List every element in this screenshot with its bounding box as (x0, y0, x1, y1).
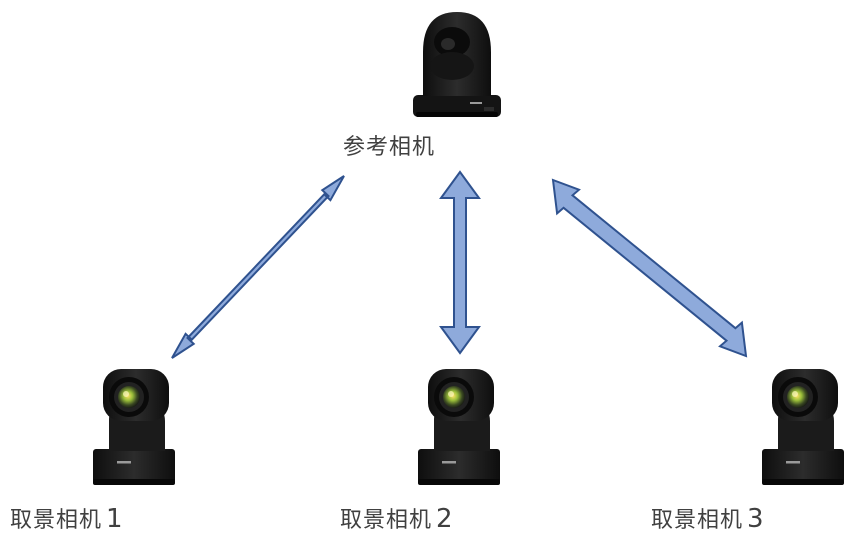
arrow-ref-cam3 (551, 178, 748, 358)
finder-camera-3-number: 3 (747, 504, 765, 534)
finder-camera-2-text: 取景相机 (340, 508, 433, 533)
finder-camera-1-number: 1 (106, 504, 124, 534)
finder-camera-2-icon (418, 369, 500, 485)
finder-camera-3-text: 取景相机 (651, 508, 744, 533)
finder-camera-1-text: 取景相机 (10, 508, 103, 533)
reference-camera-label: 参考相机 (343, 135, 436, 160)
reference-camera-icon (413, 12, 501, 117)
finder-camera-2-number: 2 (436, 504, 454, 534)
finder-camera-1-icon (93, 369, 175, 485)
arrow-ref-cam1 (171, 175, 345, 359)
arrow-ref-cam2 (439, 170, 481, 355)
finder-camera-3-icon (762, 369, 844, 485)
